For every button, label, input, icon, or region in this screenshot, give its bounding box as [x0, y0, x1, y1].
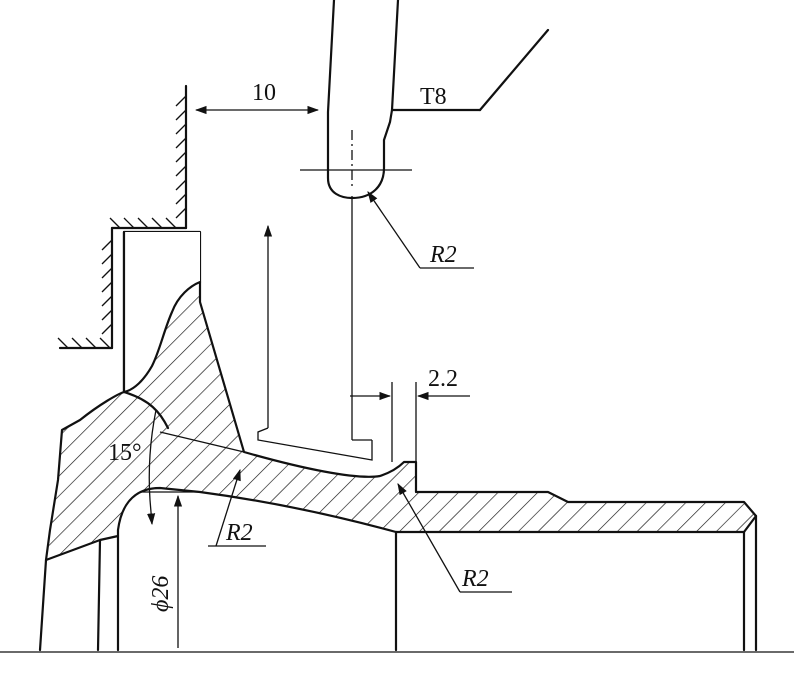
radius-tool-label: R2	[429, 242, 457, 268]
dim-2-2-label: 2.2	[428, 366, 458, 392]
radius-bottom-label: R2	[461, 566, 489, 592]
dimension-10: 10	[194, 80, 320, 115]
radius-tool: R2	[367, 191, 474, 269]
angle-15: 15°	[108, 409, 245, 526]
radius-left: R2	[208, 468, 266, 547]
tool-path	[257, 196, 373, 461]
tool-label: T8	[420, 84, 447, 110]
radius-left-label: R2	[225, 520, 253, 546]
dim-10-label: 10	[252, 80, 276, 106]
phi-26-label: ϕ26	[148, 576, 174, 612]
radius-bottom: R2	[397, 482, 512, 593]
workpiece-section	[44, 230, 758, 562]
dimension-2-2: 2.2	[350, 366, 470, 462]
fixture	[57, 84, 188, 350]
bore-lines	[0, 514, 794, 653]
diameter-26: ϕ26	[140, 491, 200, 648]
angle-15-label: 15°	[108, 440, 142, 466]
